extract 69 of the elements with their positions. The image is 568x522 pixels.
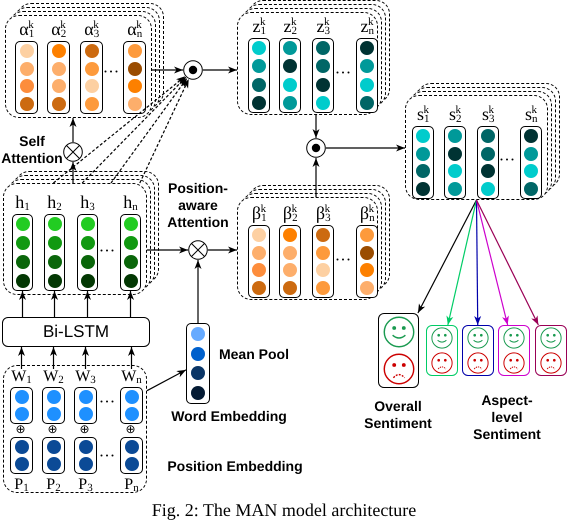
vector-label: P$_{1}$ — [13, 477, 30, 492]
arrow — [208, 246, 237, 254]
arrow — [194, 260, 202, 323]
arrow — [326, 144, 405, 152]
plus-symbol: ⊕ — [124, 423, 136, 436]
vector-label: h$_{2}$ — [46, 193, 63, 211]
annotation-label: Word Embedding — [170, 408, 288, 426]
arrow — [312, 115, 320, 138]
annotation-label: Mean Pool — [218, 346, 290, 364]
sentiment-box — [462, 325, 494, 376]
plus-symbol: ⊕ — [46, 423, 58, 436]
sentiment-box — [378, 313, 419, 388]
arrow — [18, 347, 25, 369]
vector-label: h$_{1}$ — [14, 193, 31, 211]
arrow — [146, 369, 186, 392]
vector-label: W$_{2}$ — [42, 369, 65, 384]
arrow — [476, 200, 539, 326]
figure-caption: Fig. 2: The MAN model architecture — [150, 500, 418, 522]
vector-label: P$_{2}$ — [45, 477, 62, 492]
annotation-label: Position-aware Attention — [166, 180, 230, 232]
vector-label: h$_{n}$ — [122, 193, 139, 211]
arrow — [50, 347, 57, 369]
plus-symbol: ⊕ — [78, 423, 90, 436]
vector-label: P$_{n}$ — [123, 477, 140, 492]
arrow — [51, 291, 58, 317]
arrow — [312, 158, 320, 197]
arrow — [152, 66, 183, 74]
multiply-operator-symbol — [188, 240, 208, 260]
product-operator-symbol — [306, 138, 326, 158]
annotation-label: Overall Sentiment — [363, 398, 433, 433]
sentiment-box — [426, 325, 458, 376]
arrow — [19, 291, 26, 317]
process-box: Bi-LSTM — [2, 317, 150, 347]
arrow — [127, 291, 134, 317]
vector-label: W$_{3}$ — [74, 369, 97, 384]
plus-symbol: ⊕ — [14, 423, 26, 436]
vector-label: P$_{3}$ — [77, 477, 94, 492]
arrow — [82, 347, 89, 369]
product-operator-symbol — [183, 60, 203, 80]
arrow — [128, 347, 135, 369]
feature-stack — [3, 183, 147, 295]
multiply-operator-symbol — [63, 142, 83, 162]
arrow — [476, 200, 509, 326]
feature-stack — [3, 365, 147, 493]
dashed-arrow — [139, 78, 190, 184]
annotation-label: Aspect-level Sentiment — [472, 392, 542, 444]
annotation-label: Position Embedding — [166, 458, 304, 476]
annotation-label: Self Attention — [0, 133, 64, 168]
feature-stack — [5, 15, 152, 118]
sentiment-box — [498, 325, 530, 376]
arrow — [70, 162, 76, 183]
arrow — [446, 200, 478, 326]
vector-label: h$_{3}$ — [79, 193, 96, 211]
sentiment-box — [535, 325, 567, 376]
arrow — [84, 291, 91, 317]
dashed-arrow — [82, 76, 186, 184]
dashed-arrow — [110, 78, 188, 184]
feature-stack — [237, 12, 378, 115]
feature-stack — [405, 95, 548, 200]
arrow — [474, 200, 482, 325]
vector-label: W$_{n}$ — [120, 369, 143, 384]
vector-label: W$_{1}$ — [10, 369, 33, 384]
arrow — [147, 246, 188, 254]
arrow — [417, 200, 478, 314]
feature-stack — [237, 197, 378, 300]
dashed-arrow — [53, 76, 186, 184]
arrow — [70, 118, 76, 142]
vector-column — [186, 323, 210, 404]
arrow — [203, 66, 237, 74]
